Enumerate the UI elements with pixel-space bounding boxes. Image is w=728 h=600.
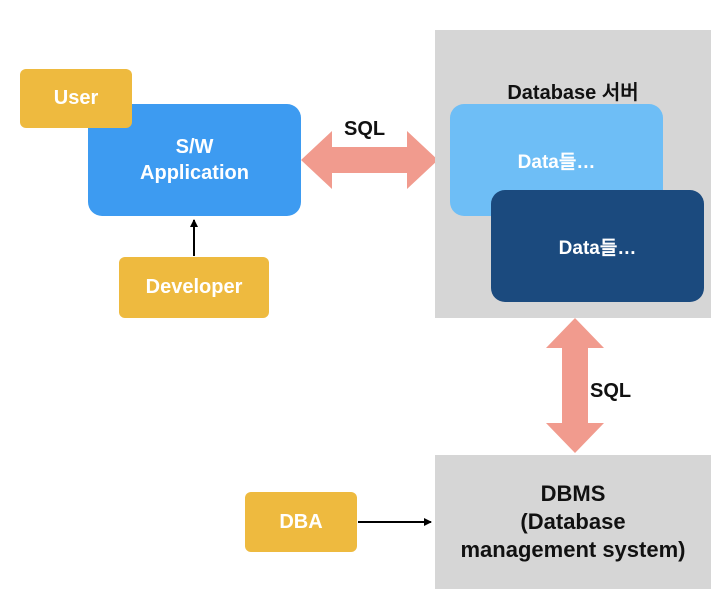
developer-box: Developer [119,257,269,318]
sql-label-top: SQL [344,118,386,140]
app-label-line2: Application [140,162,249,184]
dbms-line1: DBMS [540,481,606,506]
database-server-title: Database 서버 [507,82,639,104]
dbms-line2: (Database [520,509,626,534]
sql-label-right: SQL [590,380,632,402]
data-box-dark: Data들… [491,190,704,302]
sql-double-arrow-horizontal [301,131,438,189]
user-box: User [20,69,132,128]
dbms-box: DBMS (Database management system) [435,455,711,589]
dbms-line3: management system) [460,537,686,562]
app-label-line1: S/W [175,136,214,158]
sql-double-arrow-vertical [546,318,604,453]
dba-box: DBA [245,492,357,552]
